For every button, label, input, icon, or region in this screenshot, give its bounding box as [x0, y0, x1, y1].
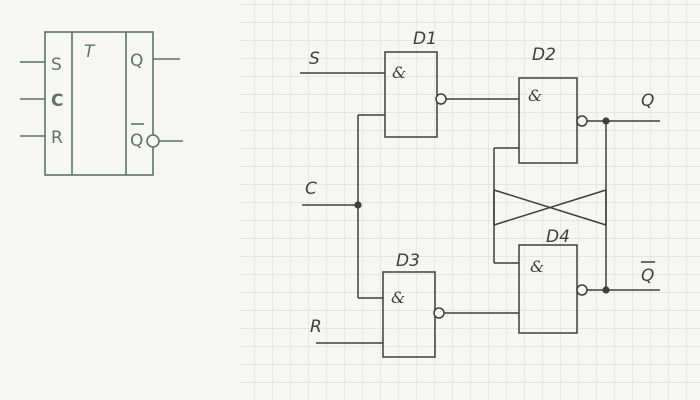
schematic	[300, 51, 660, 358]
signal-s-label: S	[309, 49, 320, 69]
symbol-label-c: C	[51, 91, 63, 111]
gate-d4-label: D4	[546, 227, 570, 247]
signal-r-label: R	[310, 317, 322, 337]
signal-c-label: C	[305, 179, 317, 199]
gate-d3-op: &	[391, 288, 405, 307]
gate-d4-op: &	[530, 257, 544, 276]
gate-d2-op: &	[528, 86, 542, 105]
gate-d3-label: D3	[396, 251, 420, 271]
grid-paper	[240, 0, 700, 400]
gate-d4-bubble	[576, 284, 588, 296]
symbol-label-q: Q	[130, 51, 143, 71]
gate-d3-bubble	[433, 307, 445, 319]
gate-d2-bubble	[576, 115, 588, 127]
gate-d1-body	[384, 51, 438, 138]
gate-d1-label: D1	[413, 29, 437, 49]
flip-flop-symbol	[20, 31, 183, 176]
symbol-outline	[44, 31, 154, 176]
signal-q-label: Q	[641, 91, 654, 111]
symbol-label-r: R	[51, 128, 63, 148]
symbol-inversion-bubble	[146, 134, 160, 148]
symbol-label-s: S	[51, 55, 62, 75]
junction-qbar	[602, 286, 610, 294]
gate-d1-op: &	[392, 63, 406, 82]
symbol-label-qbar: Q	[130, 131, 143, 151]
symbol-type-label: T	[84, 42, 96, 62]
junction-c	[354, 201, 362, 209]
signal-qbar-label: Q	[641, 266, 654, 286]
gate-d1-bubble	[435, 93, 447, 105]
wire-qbar-cross	[493, 189, 607, 226]
gate-d2-label: D2	[532, 45, 556, 65]
junction-q	[602, 117, 610, 125]
junctions	[354, 117, 610, 294]
